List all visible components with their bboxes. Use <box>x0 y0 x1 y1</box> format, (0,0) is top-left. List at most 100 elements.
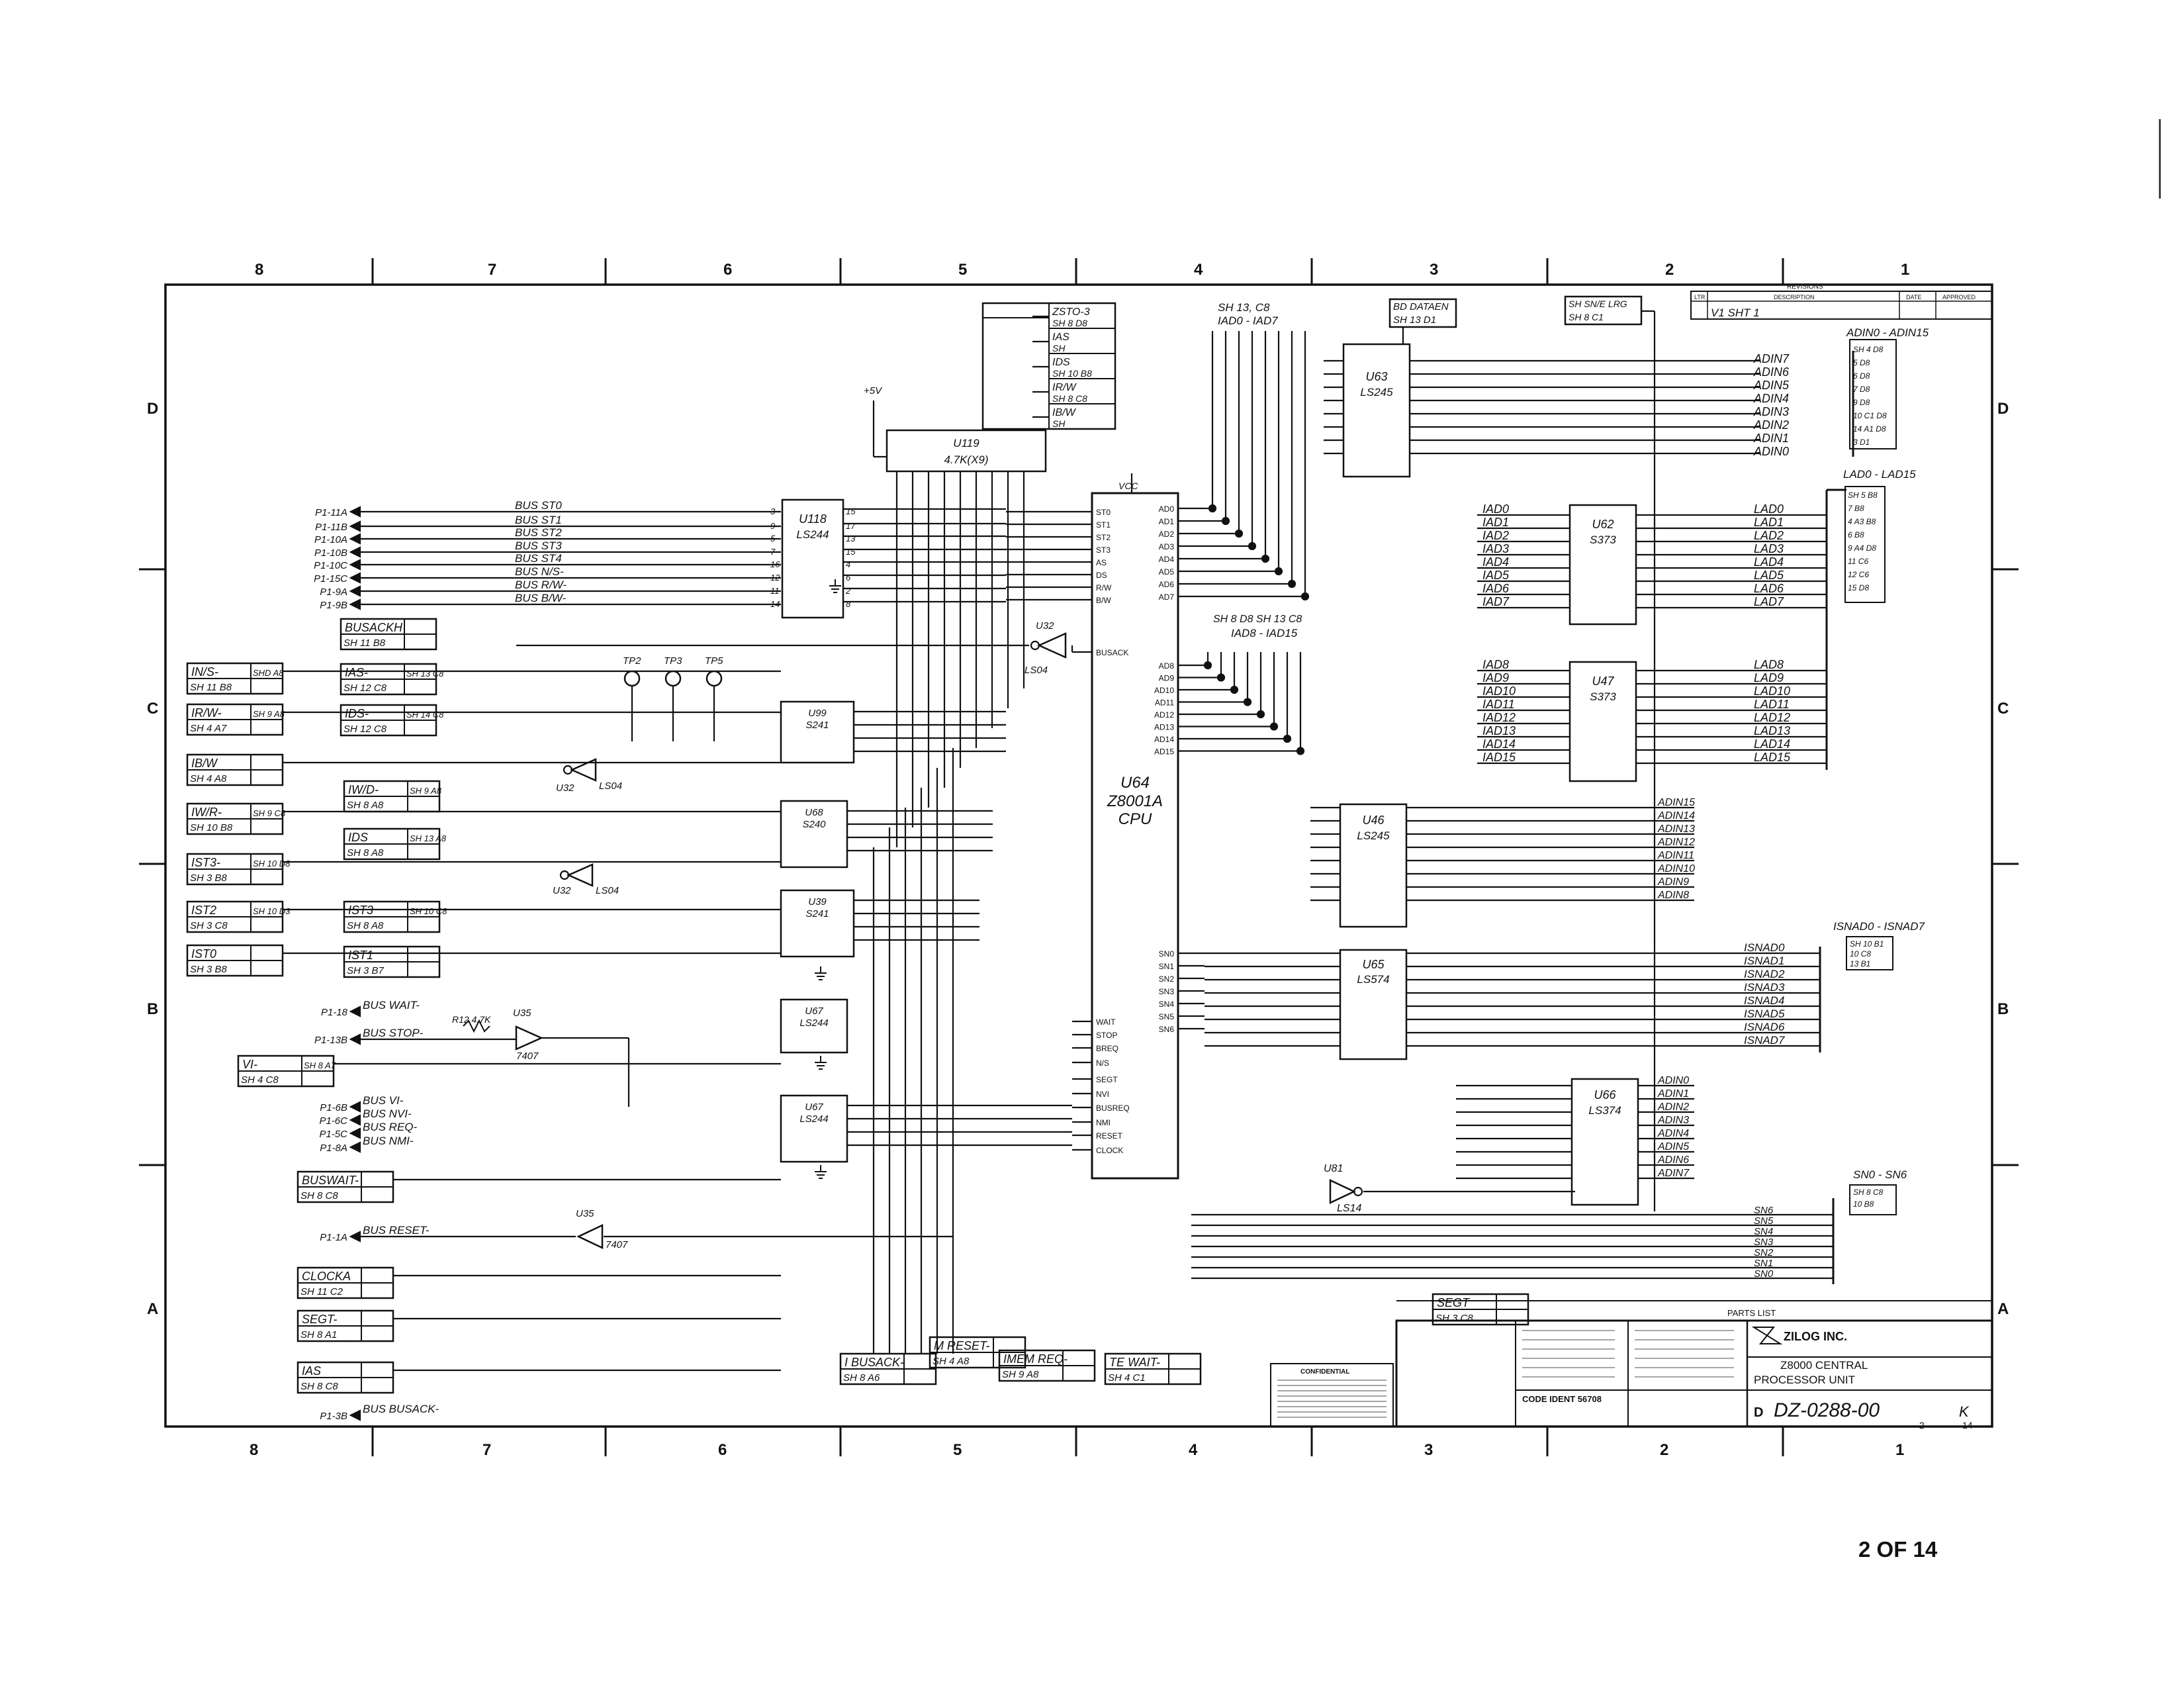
company-name: ZILOG INC. <box>1784 1330 1847 1343</box>
cpu-pin-ad7: AD7 <box>1159 592 1175 602</box>
connector-signal-2: BUS ST2 <box>515 526 562 539</box>
connector-signal-8: BUS WAIT- <box>363 999 420 1011</box>
mid-ref-6-signal: BUSACKH <box>345 621 403 634</box>
adin-xref-box <box>1849 339 1897 449</box>
u67b-chip-part: LS244 <box>799 1113 828 1125</box>
cpu-pin-ad15: AD15 <box>1154 747 1174 757</box>
connector-signal-10: BUS VI- <box>363 1094 404 1107</box>
u47-chip-ref: U47 <box>1592 675 1614 688</box>
lad-lower-7: LAD15 <box>1754 751 1791 764</box>
ad-upper-range: IAD0 - IAD7 <box>1218 314 1278 327</box>
left-ref-9-signal: CLOCKA <box>302 1270 351 1283</box>
connector-arrow-1 <box>349 520 361 532</box>
u39-chip-ref: U39 <box>808 896 827 908</box>
zone-right-A: A <box>1997 1300 2009 1318</box>
sheet-number: 2 <box>1919 1420 1925 1430</box>
mid-ref-0-signal: IAS- <box>345 666 368 679</box>
adin-lower-6: ADIN9 <box>1657 876 1689 888</box>
lad-lower-3: LAD11 <box>1754 698 1790 711</box>
drawing-title-1: Z8000 CENTRAL <box>1780 1359 1868 1372</box>
revisions-block <box>1690 291 1993 320</box>
u32c-ref: U32 <box>553 885 571 896</box>
cpu-pin-ad4: AD4 <box>1159 555 1175 564</box>
cpu-pin-ad8: AD8 <box>1159 661 1175 671</box>
connector-pin-15: P1-3B <box>320 1411 347 1422</box>
zone-top-2: 2 <box>1665 261 1674 279</box>
adin-bottom-2: ADIN2 <box>1657 1102 1689 1113</box>
left-ref-10-sheet-ref: SH 8 A1 <box>300 1329 337 1340</box>
test-point-label-tp2: TP2 <box>623 655 641 667</box>
ad-dot-lower-1 <box>1216 673 1226 682</box>
wiring <box>283 310 1854 1421</box>
cpu-pin-clock: CLOCK <box>1096 1146 1123 1155</box>
ad-dot-lower-5 <box>1269 722 1279 731</box>
isnad-group-label: ISNAD0 - ISNAD7 <box>1833 920 1925 933</box>
adin-xref-6: 14 A1 D8 <box>1853 424 1886 434</box>
sn-6: SN0 <box>1754 1268 1774 1280</box>
isnad-2: ISNAD2 <box>1744 968 1785 980</box>
mid-ref-6-sheet-ref: SH 11 B8 <box>343 637 386 649</box>
u32b-ref: U32 <box>556 782 574 794</box>
connector-signal-12: BUS REQ- <box>363 1121 418 1133</box>
ad-dot-lower-3 <box>1243 698 1252 706</box>
u118-pin-l-4: 16 <box>770 559 780 569</box>
isnad-xref-box <box>1846 936 1893 970</box>
u32c-inverter <box>566 863 594 887</box>
zone-bottom-3: 3 <box>1424 1441 1433 1459</box>
cpu-pin-sn3: SN3 <box>1159 987 1175 996</box>
u32b-inverter <box>569 758 597 782</box>
iad-lower-3: IAD11 <box>1482 698 1515 711</box>
top-ref-sig-3: IR/W <box>1052 382 1077 393</box>
u65-chip <box>1339 949 1408 1060</box>
connector-signal-11: BUS NVI- <box>363 1107 412 1120</box>
left-ref-4-sheet-ref2: SH 10 D8 <box>253 859 291 868</box>
connector-signal-4: BUS ST4 <box>515 552 562 565</box>
bd-dataen-ref: SH 13 D1 <box>1393 314 1436 326</box>
cpu-pin-sn4: SN4 <box>1159 1000 1175 1009</box>
revisions-appr: APPROVED <box>1942 294 1976 301</box>
connector-arrow-8 <box>349 1006 361 1017</box>
mid-ref-1-sheet-ref: SH 12 C8 <box>343 724 387 735</box>
lad-xref-1: 7 B8 <box>1848 504 1864 513</box>
u63-chip <box>1342 343 1411 478</box>
ad-lower-range: IAD8 - IAD15 <box>1231 627 1298 639</box>
mid-ref-2-signal: IW/D- <box>348 783 379 796</box>
connector-arrow-0 <box>349 506 361 518</box>
u32c-inverter-bubble <box>559 870 570 880</box>
connector-pin-3: P1-10B <box>314 547 347 559</box>
connector-signal-5: BUS N/S- <box>515 565 564 578</box>
u119-ref: U119 <box>953 437 979 449</box>
iad-lower-7: IAD15 <box>1482 751 1516 764</box>
title-block-frame <box>1395 1319 1993 1428</box>
iad-upper-3: IAD3 <box>1482 542 1509 555</box>
connector-arrow-13 <box>349 1141 361 1153</box>
cpu-pin-st0: ST0 <box>1096 508 1111 517</box>
zone-left-D: D <box>147 400 158 418</box>
top-ref-sig-0: ZSTO-3 <box>1052 306 1090 318</box>
ad-dot-lower-0 <box>1203 661 1212 670</box>
mid-ref-0-sheet-ref: SH 12 C8 <box>343 682 387 694</box>
isnad-1: ISNAD1 <box>1744 955 1784 967</box>
u119-part: 4.7K(X9) <box>944 453 988 466</box>
lad-xref-3: 6 B8 <box>1848 530 1864 539</box>
mid-ref-3-signal: IDS <box>348 831 368 844</box>
ad-dot-upper-4 <box>1261 554 1270 563</box>
u118-pin-l-3: 7 <box>770 547 776 557</box>
connector-signal-15: BUS BUSACK- <box>363 1403 439 1415</box>
u67a-chip-part: LS244 <box>799 1017 828 1029</box>
u62-chip <box>1569 504 1637 626</box>
u66-part: LS374 <box>1588 1104 1621 1117</box>
sn-2: SN4 <box>1754 1226 1773 1237</box>
lad-upper-5: LAD5 <box>1754 569 1784 582</box>
left-ref-11-signal: IAS <box>302 1364 321 1378</box>
isnad-xref-0: SH 10 B1 <box>1850 939 1884 949</box>
u47-chip-part: S373 <box>1590 690 1616 703</box>
cpu-pin-segt: SEGT <box>1096 1075 1118 1084</box>
adin-lower-4: ADIN11 <box>1657 850 1694 861</box>
connector-pin-10: P1-6B <box>320 1102 347 1113</box>
zone-top-7: 7 <box>488 261 496 279</box>
connector-arrow-4 <box>349 559 361 571</box>
zone-bottom-5: 5 <box>953 1441 962 1459</box>
lad-upper-3: LAD3 <box>1754 542 1784 555</box>
ad-dot-lower-7 <box>1296 747 1305 755</box>
